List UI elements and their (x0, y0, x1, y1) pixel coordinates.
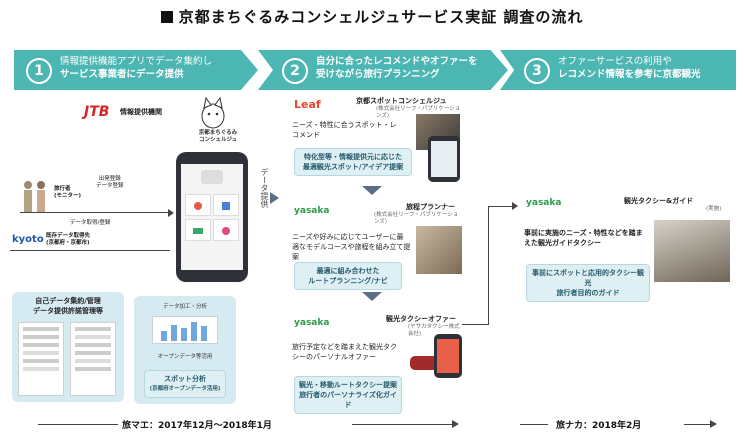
kyoto-logo: kyoto (12, 234, 44, 245)
planner-card: yasaka 旅程プランナー (株式会社リーフ・パブリケーションズ) ニーズや好… (288, 200, 462, 290)
taxi-offer-title: 観光タクシーオファー (386, 315, 456, 323)
taxi-offer-card: yasaka 観光タクシーオファー (ヤサカタクシー株式会社) 旅行予定などを踏… (288, 312, 462, 414)
leaf-card: Leaf 京都スポットコンシェルジュ (株式会社リーフ・パブリケーションズ) ニ… (288, 96, 462, 182)
jtb-logo: JTB (84, 104, 110, 120)
tile-3[interactable] (185, 219, 211, 241)
car-icon (193, 228, 203, 234)
page-title: 京都まちぐるみコンシェルジュサービス実証 調査の流れ (0, 6, 744, 27)
timeline-line-right-2 (684, 424, 710, 425)
connector-line-3 (462, 324, 488, 325)
taxi-guide-card: yasaka 観光タクシー&ガイド (実施) 事前に実施のニーズ・特性などを踏ま… (520, 192, 732, 302)
step-1-banner: 情報提供機能アプリでデータ集約し サービス事業者にデータ提供 (14, 50, 258, 90)
connector-line-4 (488, 206, 489, 325)
smartphone (176, 152, 248, 282)
square-bullet-icon (160, 11, 173, 23)
guide-title: 観光タクシー&ガイド (624, 197, 694, 205)
guide-desc: 事前に実施のニーズ・特性などを踏ま えた観光ガイドタクシー (524, 229, 643, 247)
pin-icon (194, 202, 202, 210)
leaf-sub: (株式会社リーフ・パブリケーションズ) (376, 106, 461, 119)
cat-mascot-icon (201, 96, 225, 129)
travelers-label: 旅行者 (モニター) (54, 186, 82, 199)
planner-feature-box: 最適に組み合わせた ルートプランニング/ナビ (294, 262, 402, 290)
connector-line-5 (488, 206, 514, 207)
step-1-number: 1 (26, 58, 52, 84)
guide-sub: (実施) (706, 206, 722, 212)
proc-spot-box: スポット分析 (京都府オープンデータ活用) (144, 370, 226, 398)
phone-screen (181, 164, 243, 270)
leaf-feature-box: 特化型等・情報提供元に応じた 最適観光スポット/アイデア提案 (294, 148, 412, 176)
step-2-line2: 受けながら旅行プランニング (316, 69, 440, 80)
step-3-line2: レコメンド情報を参考に京都観光 (558, 69, 701, 80)
down-arrow-2-icon (362, 292, 382, 301)
arrow-right-big-icon (270, 192, 279, 204)
step-1-line2: サービス事業者にデータ提供 (60, 69, 184, 80)
tile-1[interactable] (185, 194, 211, 216)
leaf-logo: Leaf (294, 98, 321, 111)
app-header-image (201, 170, 223, 184)
taxi-offer-feature-box: 観光・移動ルートタクシー提案 旅行者のパーソナライズ化ガイド (294, 376, 402, 414)
timeline-before-label: 旅マエ：2017年12月〜2018年1月 (122, 421, 272, 431)
jtb-label: 情報提供機関 (120, 108, 162, 116)
data-provider-label: データ取得/登録 (70, 220, 111, 226)
timeline-arrow-1-icon (452, 420, 459, 428)
data-processing-panel: データ加工・分析 オープンデータ等活用 スポット分析 (京都府オープンデータ活用… (134, 296, 236, 404)
self-data-title: 自己データ集約/管理 データ提供許諾管理等 (33, 297, 103, 315)
step-1-line1: 情報提供機能アプリでデータ集約し (60, 56, 213, 67)
taxi-phone (434, 334, 462, 378)
planner-photo (416, 226, 462, 274)
step-2-line1: 自分に合ったレコメンドやオファーを (316, 56, 478, 67)
step-3-line1: オファーサービスの利用や (558, 56, 672, 67)
planner-desc: ニーズや好みに応じてユーザーに最 適なモデルコースや旅程を組み立て提案 (292, 233, 411, 261)
timeline-line-left-1 (38, 424, 118, 425)
calendar-icon (222, 202, 230, 210)
jtb-block: JTB 情報提供機関 (84, 102, 184, 124)
arrow-right-2-icon (512, 202, 518, 210)
leaf-desc: ニーズ・特性に合うスポット・レ コメンド (292, 121, 397, 139)
proc-label-1: データ加工・分析 (162, 304, 207, 310)
traveler-figures (20, 180, 50, 214)
guide-photo (654, 220, 730, 282)
planner-logo: yasaka (294, 206, 330, 216)
planner-title: 旅程プランナー (406, 203, 455, 211)
leaf-title: 京都スポットコンシェルジュ (356, 97, 447, 105)
proc-chart-thumb (152, 316, 218, 344)
open-data-label: 既存データ取得先 (京都府・京都市) (46, 233, 91, 246)
connector-line-2 (10, 250, 170, 251)
mascot-illustration (196, 94, 230, 130)
star-icon (222, 227, 230, 235)
step-2-number: 2 (282, 58, 308, 84)
planner-sub: (株式会社リーフ・パブリケーションズ) (374, 212, 459, 225)
taxi-logo: yasaka (294, 318, 330, 328)
taxi-offer-desc: 旅行予定などを踏まえた観光タク シーのパーソナルオファー (292, 343, 397, 361)
connector-line-1 (20, 212, 170, 213)
proc-label-2: オープンデータ等活用 (157, 354, 213, 360)
tile-4[interactable] (213, 219, 239, 241)
timeline-during-label: 旅ナカ：2018年2月 (556, 421, 642, 431)
collect-label: 出発登録 データ登録 (96, 176, 124, 189)
guide-feature-box: 事前にスポットと応用的タクシー観光 旅行者目的のガイド (526, 264, 650, 302)
step-3-number: 3 (524, 58, 550, 84)
data-provision-label: データ提供 (260, 168, 269, 208)
app-name: 京都まちぐるみ コンシェルジュ (198, 130, 238, 143)
tile-2[interactable] (213, 194, 239, 216)
timeline-line-right-1 (520, 424, 548, 425)
down-arrow-1-icon (362, 186, 382, 195)
arrow-right-icon (168, 209, 174, 217)
leaf-phone (428, 136, 460, 182)
timeline-arrow-2-icon (710, 420, 717, 428)
timeline-line-left-2 (352, 424, 452, 425)
screenshot-thumb-2 (70, 322, 116, 396)
guide-logo: yasaka (526, 198, 562, 208)
taxi-offer-sub: (ヤサカタクシー株式会社) (408, 324, 460, 337)
self-data-panel: 自己データ集約/管理 データ提供許諾管理等 (12, 292, 124, 402)
screenshot-thumb-1 (18, 322, 64, 396)
bar-chart-icon (161, 322, 207, 341)
people-icon (24, 181, 45, 212)
